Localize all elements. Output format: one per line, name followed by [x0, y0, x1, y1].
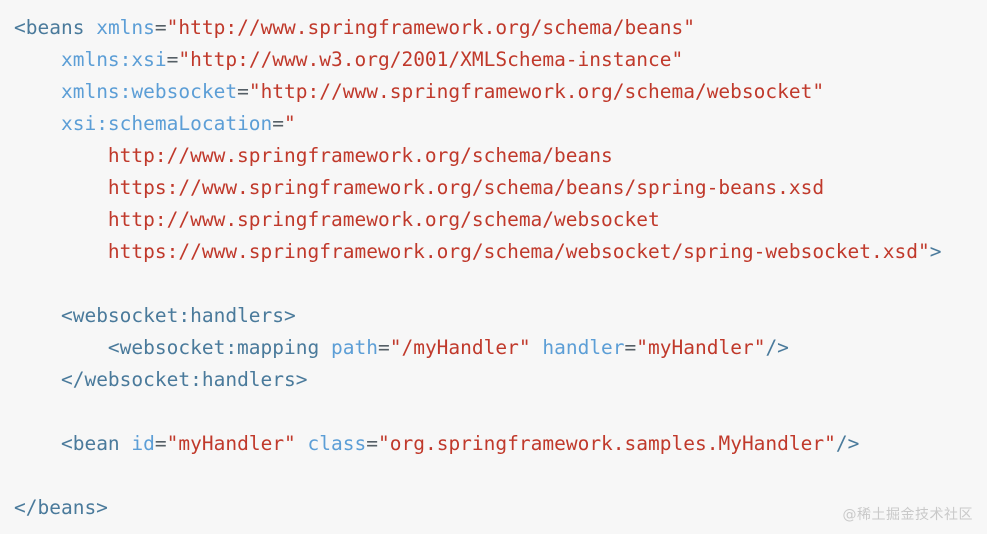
- code-token-str: http://www.springframework.org/schema/we…: [107, 208, 660, 231]
- code-token-plain: [84, 16, 96, 39]
- code-indent: [14, 304, 61, 327]
- code-line: [14, 460, 987, 492]
- code-token-plain: [319, 336, 331, 359]
- code-token-punc: =: [624, 336, 637, 359]
- code-token-str: "myHandler": [166, 432, 296, 455]
- code-line: http://www.springframework.org/schema/we…: [14, 204, 987, 236]
- code-indent: [14, 240, 108, 263]
- code-token-punc: =: [154, 432, 167, 455]
- code-token-tag: <websocket:mapping: [107, 336, 320, 359]
- code-token-tag: <websocket:handlers>: [60, 304, 296, 327]
- code-line: [14, 268, 987, 300]
- code-lines-container[interactable]: <beans xmlns="http://www.springframework…: [14, 12, 987, 524]
- code-token-str: "myHandler": [636, 336, 766, 359]
- code-token-str: "http://www.springframework.org/schema/w…: [248, 80, 825, 103]
- code-token-plain: [531, 336, 543, 359]
- code-indent: [14, 176, 108, 199]
- code-token-punc: =: [377, 336, 390, 359]
- code-token-tag: </websocket:handlers>: [60, 368, 308, 391]
- code-token-attr: xmlns: [96, 16, 155, 39]
- code-token-attr: id: [131, 432, 155, 455]
- code-token-attr: class: [307, 432, 367, 455]
- code-token-attr: xsi:schemaLocation: [60, 112, 273, 135]
- code-token-tag: </beans>: [14, 496, 108, 519]
- code-indent: [14, 48, 61, 71]
- code-token-attr: handler: [542, 336, 625, 359]
- code-line: xmlns:xsi="http://www.w3.org/2001/XMLSch…: [14, 44, 987, 76]
- code-indent: [14, 80, 61, 103]
- code-indent: [14, 144, 108, 167]
- code-token-tag: >: [929, 240, 942, 263]
- code-token-punc: =: [166, 48, 179, 71]
- code-token-tag: />: [765, 336, 789, 359]
- code-token-tag: <beans: [14, 16, 85, 39]
- code-token-str: http://www.springframework.org/schema/be…: [107, 144, 613, 167]
- code-token-tag: />: [835, 432, 860, 455]
- code-line: xmlns:websocket="http://www.springframew…: [14, 76, 987, 108]
- code-token-attr: xmlns:xsi: [60, 48, 167, 71]
- code-indent: [14, 208, 108, 231]
- code-indent: [14, 112, 61, 135]
- code-token-tag: <bean: [60, 432, 120, 455]
- code-token-punc: =: [366, 432, 378, 455]
- code-token-plain: [120, 432, 132, 455]
- code-token-str: https://www.springframework.org/schema/w…: [107, 240, 930, 263]
- code-token-punc: =: [154, 16, 167, 39]
- code-line: xsi:schemaLocation=": [14, 108, 987, 140]
- watermark: @稀土掘金技术社区: [842, 507, 973, 523]
- code-indent: [14, 368, 61, 391]
- code-token-str: ": [284, 112, 296, 135]
- code-token-punc: =: [237, 80, 249, 103]
- code-indent: [14, 336, 108, 359]
- code-line: [14, 396, 987, 428]
- code-token-str: "/myHandler": [389, 336, 531, 359]
- code-line: https://www.springframework.org/schema/b…: [14, 172, 987, 204]
- code-token-str: "http://www.springframework.org/schema/b…: [166, 16, 695, 39]
- code-token-str: https://www.springframework.org/schema/b…: [107, 176, 825, 199]
- code-line: <websocket:mapping path="/myHandler" han…: [14, 332, 987, 364]
- code-line: </beans>: [14, 492, 987, 524]
- code-token-attr: xmlns:websocket: [60, 80, 238, 103]
- code-token-attr: path: [331, 336, 378, 359]
- code-line: <beans xmlns="http://www.springframework…: [14, 12, 987, 44]
- code-token-plain: [296, 432, 308, 455]
- code-line: http://www.springframework.org/schema/be…: [14, 140, 987, 172]
- code-token-str: "http://www.w3.org/2001/XMLSchema-instan…: [178, 48, 684, 71]
- code-token-punc: =: [272, 112, 285, 135]
- code-line: https://www.springframework.org/schema/w…: [14, 236, 987, 268]
- code-token-str: "org.springframework.samples.MyHandler": [378, 432, 836, 455]
- code-line: <websocket:handlers>: [14, 300, 987, 332]
- code-indent: [14, 432, 61, 455]
- code-line: <bean id="myHandler" class="org.springfr…: [14, 428, 987, 460]
- code-line: </websocket:handlers>: [14, 364, 987, 396]
